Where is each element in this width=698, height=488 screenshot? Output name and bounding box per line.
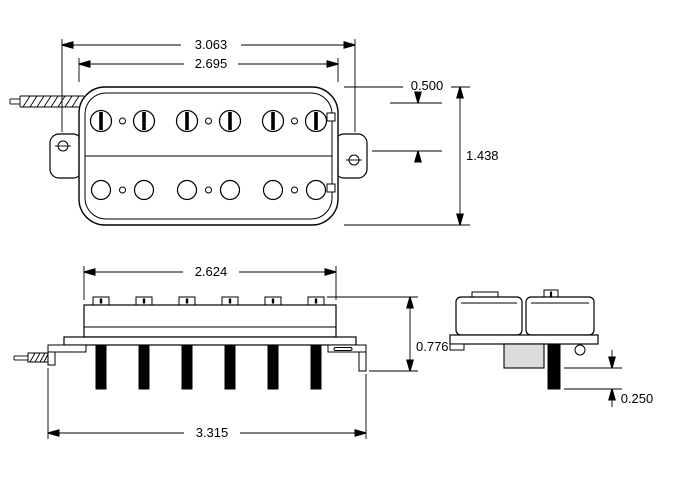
spacer-dots-top	[119, 117, 298, 125]
dimensions-top-view: 3.063 2.695 0.500 1.438	[62, 37, 499, 225]
dim-height-label: 1.438	[466, 148, 499, 163]
mounting-tab-left	[49, 133, 83, 179]
dim-bobbin-width-label: 2.695	[195, 56, 228, 71]
top-view	[9, 86, 368, 226]
dim-side-height-label: 0.776	[416, 339, 449, 354]
screw-pole-row	[89, 109, 328, 133]
dimensions-end-view: 0.250	[564, 350, 653, 407]
slug-pole-row	[90, 179, 327, 201]
lead-wire	[9, 95, 84, 108]
lead-wire-side	[13, 352, 49, 363]
dim-screw-protrusion-label: 0.250	[621, 391, 654, 406]
mounting-leg-left	[47, 344, 87, 366]
screw-head-end	[543, 289, 559, 298]
dim-bobbin-length-label: 2.624	[195, 264, 228, 279]
mounting-tab-right	[334, 133, 368, 179]
pole-screw-end	[547, 343, 561, 390]
dim-side-height: 0.776	[327, 297, 449, 371]
dim-overall-length-label: 3.315	[196, 425, 229, 440]
dim-overall-width-label: 3.063	[195, 37, 228, 52]
pole-screws-bottom	[95, 344, 322, 390]
dim-tab-offset-label: 0.500	[411, 78, 444, 93]
baseplate-end	[449, 334, 599, 345]
dimensions-side-view: 2.624 0.776 3.315	[48, 264, 449, 440]
dim-height: 1.438	[344, 87, 499, 225]
dim-tab-offset: 0.500	[372, 78, 443, 162]
dim-bobbin-length: 2.624	[84, 264, 336, 300]
dim-overall-width: 3.063	[62, 37, 355, 132]
adjust-square-top	[326, 112, 336, 122]
wire-grommet	[574, 344, 586, 356]
dim-overall-length: 3.315	[48, 368, 366, 440]
side-view	[13, 296, 367, 390]
mounting-leg-end	[503, 343, 545, 369]
baseplate-step	[449, 343, 465, 351]
baseplate-side	[63, 336, 357, 346]
bobbin-side-body	[83, 304, 337, 338]
screw-heads-top	[92, 296, 325, 306]
mounting-leg-right	[327, 344, 367, 372]
dim-bobbin-width: 2.695	[79, 56, 338, 82]
keeper-nub	[471, 291, 499, 298]
adjust-square-bottom	[326, 183, 336, 193]
end-view	[449, 289, 599, 390]
spacer-dots-bottom	[119, 186, 298, 194]
dim-screw-protrusion: 0.250	[564, 350, 653, 407]
